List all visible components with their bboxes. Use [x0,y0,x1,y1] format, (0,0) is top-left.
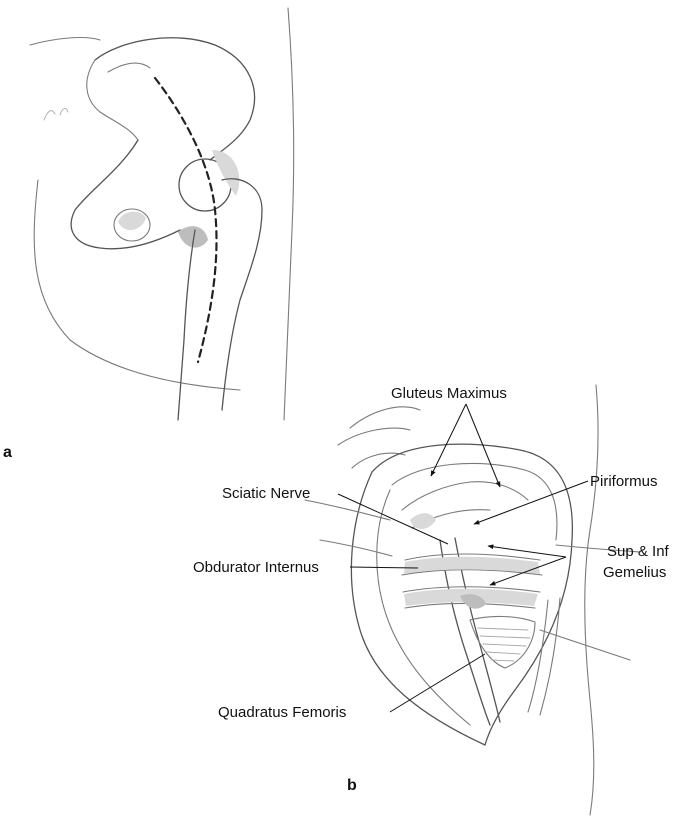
panel-a-illustration [30,8,294,420]
label-gluteus-maximus: Gluteus Maximus [391,385,507,402]
label-sup-inf-gemelius-line2: Gemelius [603,564,666,581]
panel-a-letter: a [3,444,12,461]
label-obdurator-internus: Obdurator Internus [193,559,319,576]
label-piriformus: Piriformus [590,473,658,490]
label-quadratus-femoris: Quadratus Femoris [218,704,346,721]
panel-b-illustration [305,385,640,815]
label-sup-inf-gemelius-line1: Sup & Inf [607,543,670,560]
label-sciatic-nerve: Sciatic Nerve [222,485,310,502]
panel-b-letter: b [347,777,357,794]
